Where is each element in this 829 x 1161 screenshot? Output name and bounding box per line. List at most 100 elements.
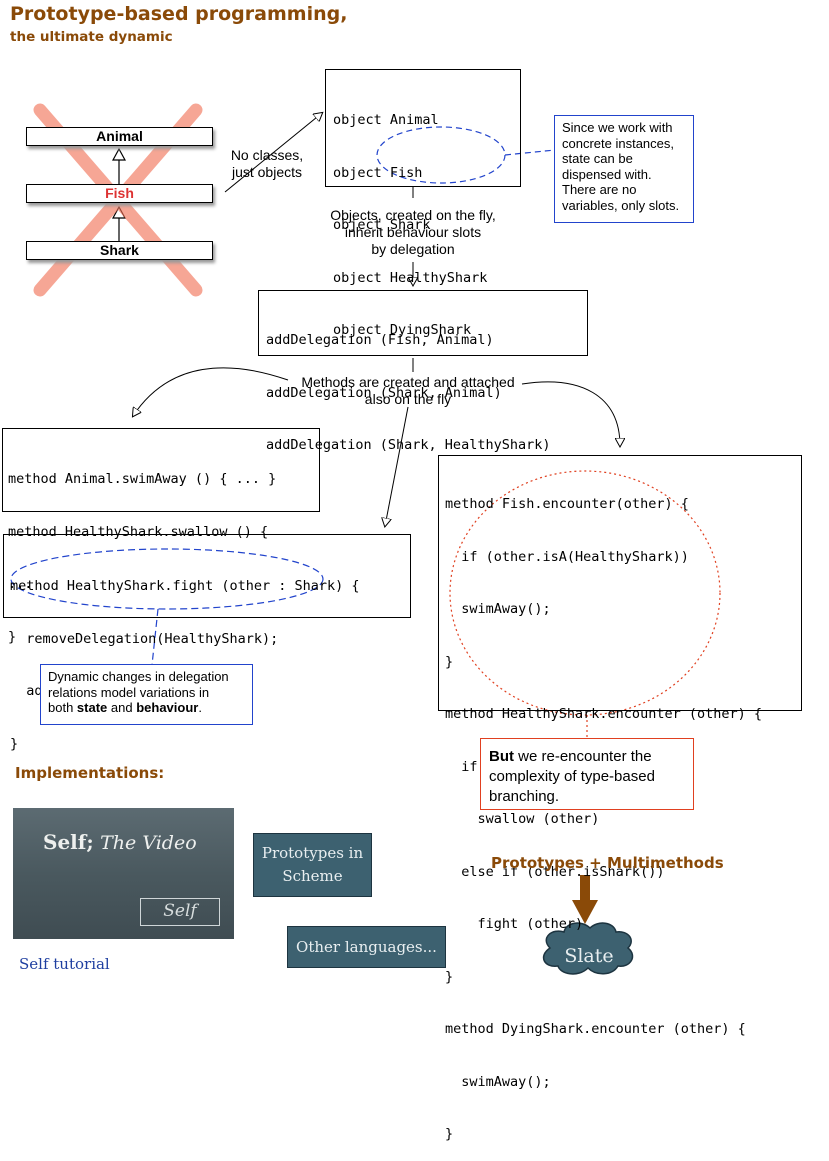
concrete-instances-note: Since we work with concrete instances, s… <box>554 115 694 223</box>
encounter-code-bracket-right <box>780 455 802 711</box>
note-text: we re-encounter the <box>514 748 652 765</box>
objects-code: object Animal object Fish object Shark o… <box>333 77 487 357</box>
code-line: object Fish <box>333 164 423 181</box>
uml-class-fish: Fish <box>26 184 213 203</box>
code-line: method Fish.encounter(other) { <box>445 496 689 512</box>
methods-left-code: method Animal.swimAway () { ... } method… <box>8 436 276 664</box>
implementations-heading: Implementations: <box>15 764 165 782</box>
code-line: object Shark <box>333 217 431 233</box>
other-languages-button[interactable]: Other languages... <box>287 926 446 968</box>
code-line: addDelegation (Fish, Animal) <box>266 332 494 348</box>
note-line: Dynamic changes in delegation <box>48 669 229 684</box>
encounter-code-block <box>438 455 802 711</box>
note-line: Since we work with <box>562 120 673 135</box>
button-label-line: Scheme <box>282 867 343 885</box>
objects-caption-line: Objects, created on the fly, <box>330 207 496 223</box>
objects-code-bracket-right <box>497 69 521 187</box>
code-line: method Animal.swimAway () { ... } <box>8 471 277 487</box>
methods-left-code-block <box>2 428 320 512</box>
objects-caption: Objects, created on the fly, inherit beh… <box>300 207 526 258</box>
arrow-to-methods-left <box>133 367 289 416</box>
note-line: There are no <box>562 182 637 197</box>
objects-code-block <box>325 69 521 187</box>
delegation-code: addDelegation (Fish, Animal) addDelegati… <box>266 297 550 472</box>
note-line: both state and behaviour. <box>48 700 245 716</box>
code-line: object DyingShark <box>333 322 472 338</box>
prototypes-in-scheme-button[interactable]: Prototypes in Scheme <box>253 833 372 897</box>
dynamic-changes-note: Dynamic changes in delegation relations … <box>40 664 253 725</box>
note-text: and <box>107 700 137 715</box>
fight-code-block <box>3 534 411 618</box>
code-line: method HealthyShark.encounter (other) { <box>445 706 762 722</box>
code-line: method HealthyShark.swallow () { <box>8 523 269 540</box>
note-line: concrete instances, <box>562 135 675 151</box>
arrow-to-objects <box>224 113 322 193</box>
delegation-code-block <box>258 290 588 356</box>
note-emphasis-but: But <box>489 748 514 765</box>
no-classes-line-2: just objects <box>231 164 303 180</box>
note-line: branching. <box>489 788 560 805</box>
code-line: } <box>445 653 454 670</box>
arrow-to-fight <box>385 406 409 526</box>
note-line: complexity of type-based <box>489 768 655 785</box>
fight-code-bracket-right <box>388 534 411 618</box>
self-logo: Self <box>140 898 220 926</box>
code-line: swimAway(); <box>445 1073 551 1090</box>
note-line: But we re-encounter the <box>489 747 685 767</box>
uml-class-shark: Shark <box>26 241 213 260</box>
branching-circle <box>449 470 721 716</box>
arrow-to-slate <box>572 875 598 924</box>
prototypes-multimethods-heading: Prototypes + Multimethods <box>491 854 724 872</box>
code-line: object Animal <box>333 112 439 128</box>
note-line: relations model variations in <box>48 684 210 700</box>
methods-caption: Methods are created and attached also on… <box>283 374 533 408</box>
methods-left-bracket-right <box>298 428 320 512</box>
note-line: variables, only slots. <box>562 197 680 213</box>
code-line: addDelegation (Shark, Animal) <box>266 384 502 401</box>
code-line: swimAway(); <box>445 601 551 617</box>
delegation-code-bracket-right <box>566 290 588 356</box>
delegation-ellipse <box>10 548 324 610</box>
note-emphasis-behaviour: behaviour <box>136 700 199 715</box>
fight-code: method HealthyShark.fight (other : Shark… <box>10 543 360 771</box>
code-line: } <box>8 628 17 645</box>
uml-class-animal: Animal <box>26 127 213 146</box>
self-tutorial-link[interactable]: Self tutorial <box>19 955 110 973</box>
video-title-self: Self; <box>43 830 94 854</box>
note-text: both <box>48 700 77 715</box>
code-line: swallow (other) <box>445 811 600 827</box>
code-line: fight (other) <box>445 916 584 932</box>
self-video-thumbnail[interactable]: Self; The Video Self <box>13 808 234 939</box>
note-text: . <box>198 700 202 715</box>
encounter-code: method Fish.encounter(other) { if (other… <box>445 461 762 1161</box>
note-line: dispensed with. <box>562 166 652 182</box>
page-subtitle: the ultimate dynamic <box>10 29 173 45</box>
code-line: } <box>445 968 454 985</box>
code-line: addDelegation (Shark, HealthyShark) <box>266 437 551 453</box>
page-title: Prototype-based programming, <box>10 3 348 25</box>
slate-label: Slate <box>564 945 614 967</box>
methods-caption-line: Methods are created and attached <box>301 374 515 390</box>
code-line: } <box>10 735 19 752</box>
code-line: removeDelegation(HealthyShark); <box>10 630 279 647</box>
objects-caption-line: inherit behaviour slots <box>344 224 482 240</box>
methods-caption-line: also on the fly <box>364 391 452 407</box>
objects-caption-line: by delegation <box>371 241 455 257</box>
code-line: method HealthyShark.fight (other : Shark… <box>10 578 360 594</box>
no-classes-caption: No classes, just objects <box>222 147 312 181</box>
button-label: Other languages... <box>296 938 437 956</box>
code-line: ... <box>8 576 33 592</box>
button-label-line: Prototypes in <box>261 844 364 862</box>
type-branching-note: But we re-encounter the complexity of ty… <box>480 738 694 810</box>
code-line: object HealthyShark <box>333 269 488 286</box>
code-line: if (other.isA(HealthyShark)) <box>445 548 689 565</box>
note-emphasis-state: state <box>76 700 108 715</box>
arrow-to-encounter <box>521 381 620 446</box>
video-title-subtitle: The Video <box>100 832 197 854</box>
no-classes-line-1: No classes, <box>230 147 304 163</box>
code-line: else if (other.isShark()) <box>445 863 665 880</box>
slate-link[interactable]: Slate <box>540 938 638 974</box>
code-line: method DyingShark.encounter (other) { <box>445 1021 746 1037</box>
note-line: state can be <box>562 151 633 166</box>
video-title: Self; The Video <box>43 830 197 854</box>
